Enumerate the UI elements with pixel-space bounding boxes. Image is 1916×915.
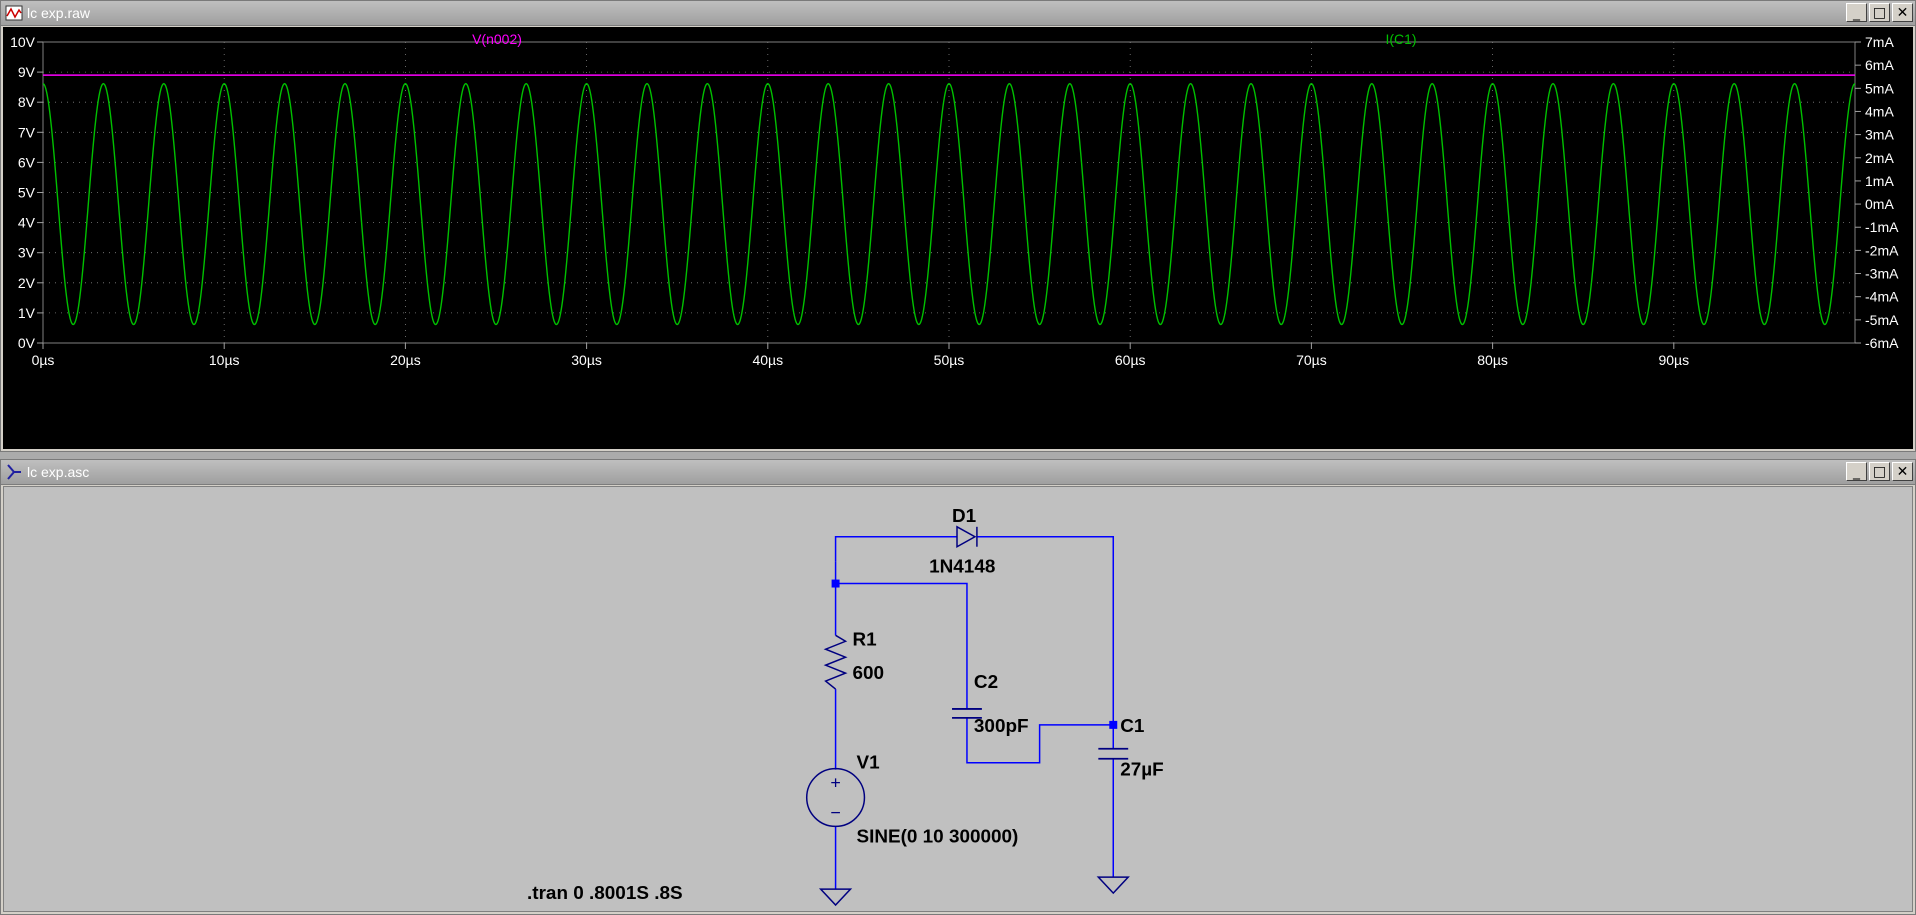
legend-v-n002[interactable]: V(n002) [472,31,522,47]
y-left-tick-label: 3V [18,245,36,261]
d1-ref-label[interactable]: D1 [952,506,976,527]
x-tick-label: 10µs [209,352,240,368]
r1-ref-label[interactable]: R1 [852,629,876,650]
close-button[interactable]: ✕ [1892,462,1913,481]
voltage-source-v1[interactable]: + − [805,767,866,828]
right-axis-ticks: -6mA -5mA -4mA -3mA -2mA -1mA 0mA 1mA 2mA 3mA 4mA 5… [1855,34,1899,351]
y-right-tick-label: 1mA [1865,173,1894,189]
schematic-window[interactable]: lc exp.asc _ □ ✕ [0,459,1916,915]
y-left-tick-label: 6V [18,154,36,170]
y-right-tick-label: 4mA [1865,103,1894,119]
x-tick-label: 90µs [1658,352,1689,368]
y-right-tick-label: 0mA [1865,196,1894,212]
y-left-tick-label: 5V [18,185,36,201]
plot-grid [42,41,1856,344]
y-left-tick-label: 9V [18,64,36,80]
left-axis-ticks: 0V 1V 2V 3V 4V 5V 6V 7V 8V 9V 10V [10,34,43,351]
wire[interactable] [966,717,1114,764]
y-right-tick-label: 2mA [1865,150,1894,166]
capacitor-c1[interactable] [1098,747,1129,760]
c2-ref-label[interactable]: C2 [974,672,998,693]
x-tick-label: 50µs [934,352,965,368]
schematic-window-title: lc exp.asc [27,464,90,480]
wire[interactable] [835,582,968,709]
schematic-canvas[interactable]: + − D1 1N4148 R1 600 C2 300pF C1 27µF V1… [3,486,1913,912]
y-right-tick-label: 5mA [1865,80,1894,96]
plus-sign: + [830,773,840,793]
x-tick-label: 80µs [1477,352,1508,368]
x-tick-label: 0µs [32,352,55,368]
x-tick-label: 70µs [1296,352,1327,368]
wire[interactable] [976,536,1115,725]
capacitor-c2[interactable] [952,708,982,719]
trace-i-c1 [42,82,1856,326]
minimize-button[interactable]: _ [1846,462,1867,481]
y-left-tick-label: 4V [18,215,36,231]
x-tick-label: 40µs [752,352,783,368]
legend-i-c1[interactable]: I(C1) [1385,31,1416,47]
x-axis-ticks: 0µs 10µs 20µs 30µs 40µs 50µs 60µs 70µs 80µs 90µs [32,343,1689,368]
wire[interactable] [834,536,958,562]
diode-d1[interactable] [956,525,978,548]
y-right-tick-label: -1mA [1865,219,1899,235]
minimize-button[interactable]: _ [1846,3,1867,22]
junction-dot [1109,720,1118,729]
c1-value-label[interactable]: 27µF [1120,760,1163,781]
waveform-titlebar[interactable]: lc exp.raw _ □ ✕ [1,1,1915,26]
y-right-tick-label: 7mA [1865,34,1894,50]
spice-directive[interactable]: .tran 0 .8001S .8S [527,883,683,904]
schematic-window-icon [7,464,21,480]
y-right-tick-label: -6mA [1865,335,1899,351]
y-right-tick-label: -5mA [1865,312,1899,328]
c2-value-label[interactable]: 300pF [974,716,1029,737]
waveform-window-title: lc exp.raw [27,5,91,21]
r1-value-label[interactable]: 600 [852,663,884,684]
waveform-plot[interactable]: 0V 1V 2V 3V 4V 5V 6V 7V 8V 9V 10V -6mA -5mA -4mA -3mA… [3,27,1913,449]
maximize-button[interactable]: □ [1869,462,1890,481]
y-left-tick-label: 2V [18,275,36,291]
close-button[interactable]: ✕ [1892,3,1913,22]
y-right-tick-label: -3mA [1865,266,1899,282]
schematic-titlebar[interactable]: lc exp.asc _ □ ✕ [1,460,1915,485]
y-right-tick-label: 3mA [1865,127,1894,143]
waveform-window[interactable]: lc exp.raw _ □ ✕ 0V 1V 2V 3V 4V 5V 6V 7V 8V 9V 10V… [0,0,1916,452]
x-tick-label: 60µs [1115,352,1146,368]
ground-symbol[interactable] [1096,876,1130,895]
v1-ref-label[interactable]: V1 [856,753,879,774]
y-left-tick-label: 8V [18,94,36,110]
y-left-tick-label: 1V [18,305,36,321]
c1-ref-label[interactable]: C1 [1120,716,1144,737]
y-left-tick-label: 7V [18,124,36,140]
waveform-window-icon [5,5,23,21]
x-tick-label: 30µs [571,352,602,368]
x-tick-label: 20µs [390,352,421,368]
y-right-tick-label: 6mA [1865,57,1894,73]
y-left-tick-label: 10V [10,34,36,50]
y-right-tick-label: -4mA [1865,289,1899,305]
ground-symbol[interactable] [818,888,853,907]
y-right-tick-label: -2mA [1865,242,1899,258]
resistor-r1[interactable] [823,634,848,690]
d1-value-label[interactable]: 1N4148 [929,557,995,578]
minus-sign: − [830,802,840,822]
v1-value-label[interactable]: SINE(0 10 300000) [856,826,1018,847]
y-left-tick-label: 0V [18,335,36,351]
maximize-button[interactable]: □ [1869,3,1890,22]
junction-dot [831,579,840,588]
